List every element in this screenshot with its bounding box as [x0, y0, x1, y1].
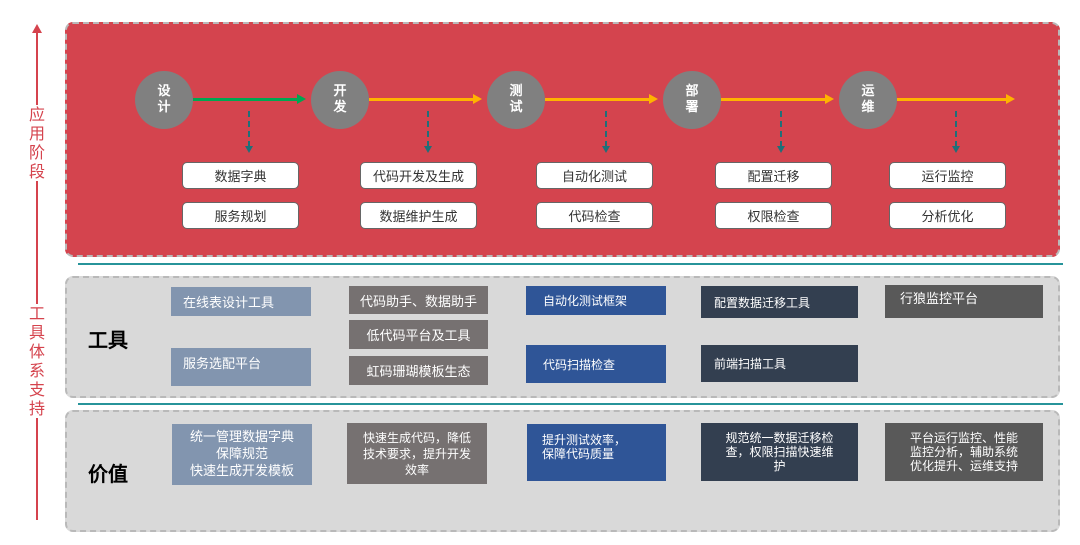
activity-code-check: 代码检查 — [536, 202, 653, 229]
divider-line — [78, 403, 1063, 405]
flow-line-design-dev — [193, 98, 297, 101]
arrow-right-icon — [473, 94, 482, 104]
stage-operate: 运维 — [839, 71, 897, 129]
arrow-down-icon — [602, 146, 610, 153]
vertical-axis-line — [36, 30, 38, 520]
activity-data-maintenance: 数据维护生成 — [360, 202, 477, 229]
tools-title: 工具 — [88, 328, 128, 352]
arrow-right-icon — [1006, 94, 1015, 104]
activity-code-dev-gen: 代码开发及生成 — [360, 162, 477, 189]
tool-low-code-platform: 低代码平台及工具 — [349, 320, 488, 349]
dashed-connector — [780, 111, 782, 147]
tool-service-platform: 服务选配平台 — [171, 348, 311, 386]
arrow-down-icon — [777, 146, 785, 153]
value-title: 价值 — [88, 462, 128, 486]
dashed-connector — [248, 111, 250, 147]
value-operate: 平台运行监控、性能 监控分析，辅助系统 优化提升、运维支持 — [885, 423, 1043, 481]
tool-config-migration: 配置数据迁移工具 — [701, 286, 858, 318]
divider-line — [78, 263, 1063, 265]
activity-data-dictionary: 数据字典 — [182, 162, 299, 189]
tool-code-scan: 代码扫描检查 — [526, 345, 666, 383]
flow-line-dev-test — [369, 98, 473, 101]
stage-design: 设计 — [135, 71, 193, 129]
arrow-down-icon — [245, 146, 253, 153]
stage-deploy: 部署 — [663, 71, 721, 129]
tool-frontend-scan: 前端扫描工具 — [701, 345, 858, 382]
axis-label-application-stage: 应用阶段 — [26, 105, 48, 181]
flow-line-deploy-ops — [721, 98, 825, 101]
arrow-right-icon — [649, 94, 658, 104]
flow-line-test-deploy — [545, 98, 649, 101]
tool-monitor-platform: 行狼监控平台 — [885, 285, 1043, 318]
activity-auto-test: 自动化测试 — [536, 162, 653, 189]
value-deploy: 规范统一数据迁移检 查，权限扫描快速维 护 — [701, 423, 858, 481]
stage-test: 测试 — [487, 71, 545, 129]
activity-service-planning: 服务规划 — [182, 202, 299, 229]
tool-template-ecosystem: 虹码珊瑚模板生态 — [349, 356, 488, 385]
arrow-down-icon — [424, 146, 432, 153]
arrow-down-icon — [952, 146, 960, 153]
value-design: 统一管理数据字典 保障规范 快速生成开发模板 — [172, 424, 312, 485]
value-test: 提升测试效率， 保障代码质量 — [527, 424, 666, 481]
tool-auto-test-framework: 自动化测试框架 — [526, 286, 666, 315]
tool-code-data-assistant: 代码助手、数据助手 — [349, 286, 488, 314]
arrow-right-icon — [297, 94, 306, 104]
stage-develop: 开发 — [311, 71, 369, 129]
value-develop: 快速生成代码，降低 技术要求，提升开发 效率 — [347, 423, 487, 484]
activity-config-migration: 配置迁移 — [715, 162, 832, 189]
flow-line-ops-out — [897, 98, 1007, 101]
activity-analysis-optimize: 分析优化 — [889, 202, 1006, 229]
dashed-connector — [605, 111, 607, 147]
axis-arrow-up-icon — [32, 24, 42, 33]
axis-label-tool-system: 工具体系支持 — [26, 304, 48, 418]
dashed-connector — [955, 111, 957, 147]
activity-permission-check: 权限检查 — [715, 202, 832, 229]
arrow-right-icon — [825, 94, 834, 104]
activity-run-monitor: 运行监控 — [889, 162, 1006, 189]
tool-online-table-designer: 在线表设计工具 — [171, 287, 311, 316]
dashed-connector — [427, 111, 429, 147]
